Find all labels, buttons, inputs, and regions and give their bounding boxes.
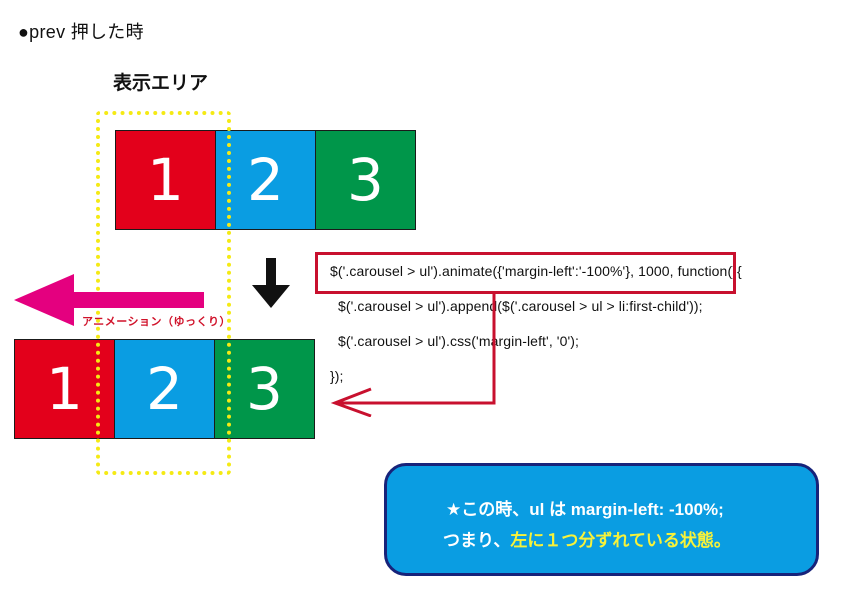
arrow-down-icon bbox=[252, 258, 290, 308]
code-line-4: }); bbox=[330, 368, 344, 384]
code-line-2: $('.carousel > ul').append($('.carousel … bbox=[330, 298, 703, 314]
note-line-2-prefix: つまり、 bbox=[443, 531, 511, 550]
page-title: ●prev 押した時 bbox=[18, 22, 144, 42]
animation-label: アニメーション（ゆっくり） bbox=[82, 316, 232, 328]
slide-2-before: 2 bbox=[215, 130, 316, 230]
code-highlight-box bbox=[315, 252, 736, 294]
code-line-1: $('.carousel > ul').animate({'margin-lef… bbox=[330, 263, 742, 279]
note-line-1: ★この時、ul は margin-left: -100%; bbox=[446, 500, 724, 519]
note-box: ★この時、ul は margin-left: -100%; つまり、左に１つ分ず… bbox=[384, 463, 819, 576]
slide-2-after: 2 bbox=[114, 339, 215, 439]
code-line-3: $('.carousel > ul').css('margin-left', '… bbox=[330, 333, 579, 349]
note-line-2-highlight: 左に１つ分ずれている状態。 bbox=[510, 531, 731, 550]
connector-arrow-icon bbox=[330, 292, 496, 417]
display-area-label: 表示エリア bbox=[113, 73, 209, 94]
slide-1-before: 1 bbox=[115, 130, 216, 230]
note-line-2: つまり、左に１つ分ずれている状態。 bbox=[443, 526, 731, 551]
slide-3-before: 3 bbox=[315, 130, 416, 230]
arrow-left-icon bbox=[14, 274, 204, 326]
